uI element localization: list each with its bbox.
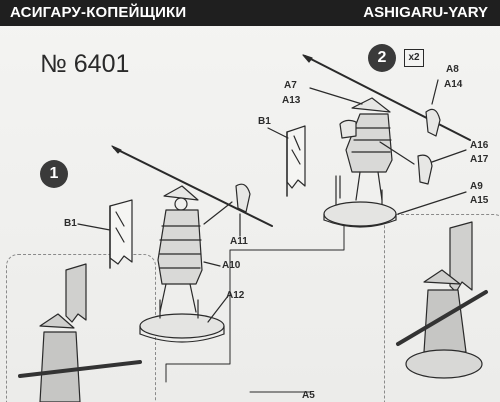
banner-step1 <box>109 199 133 265</box>
arm-a7 <box>339 119 357 139</box>
preview2-hat <box>423 269 461 285</box>
preview2-body <box>423 289 467 353</box>
page-header: АСИГАРУ-КОПЕЙЩИКИ ASHIGARU-YARY <box>0 0 500 26</box>
preview2-base <box>405 349 483 379</box>
spear-tip-step2 <box>302 54 313 63</box>
label-a11: A11 <box>230 236 248 247</box>
step-badge-2: 2 <box>368 44 396 72</box>
label-a17: A17 <box>470 154 489 165</box>
step-2-multiplier: x2 <box>404 49 424 67</box>
label-b1-step2: B1 <box>258 116 271 127</box>
spear-tip-step1 <box>111 145 122 154</box>
title-english: ASHIGARU-YARY <box>363 4 488 21</box>
arm-a8 <box>425 108 441 137</box>
title-russian: АСИГАРУ-КОПЕЙЩИКИ <box>10 4 187 21</box>
label-a7: A7 <box>284 80 297 91</box>
preview1-spear <box>18 360 142 378</box>
step-connector-line <box>165 225 345 383</box>
label-a8: A8 <box>446 64 459 75</box>
spear-step2 <box>304 55 471 141</box>
label-a12: A12 <box>226 290 245 301</box>
label-a14: A14 <box>444 79 463 90</box>
preview1-body <box>39 331 81 402</box>
preview2-banner <box>449 221 473 293</box>
preview1-hat <box>39 313 75 329</box>
label-a10: A10 <box>222 260 241 271</box>
label-a5: A5 <box>302 390 315 401</box>
soldier-step2-hat <box>351 97 391 113</box>
part-a16 <box>417 154 433 185</box>
soldier-step1-body <box>157 209 203 285</box>
label-a9: A9 <box>470 181 483 192</box>
part-a11 <box>235 183 251 213</box>
spear-step1 <box>113 147 273 227</box>
preview2-spear <box>396 290 488 346</box>
step-badge-1: 1 <box>40 160 68 188</box>
label-a16: A16 <box>470 140 489 151</box>
kit-number: № 6401 <box>40 50 130 78</box>
label-a13: A13 <box>282 95 301 106</box>
base-step2 <box>323 201 397 227</box>
label-b1-step1: B1 <box>64 218 77 229</box>
label-a15: A15 <box>470 195 489 206</box>
inset-step2-preview <box>384 214 500 402</box>
preview1-banner <box>65 263 87 323</box>
